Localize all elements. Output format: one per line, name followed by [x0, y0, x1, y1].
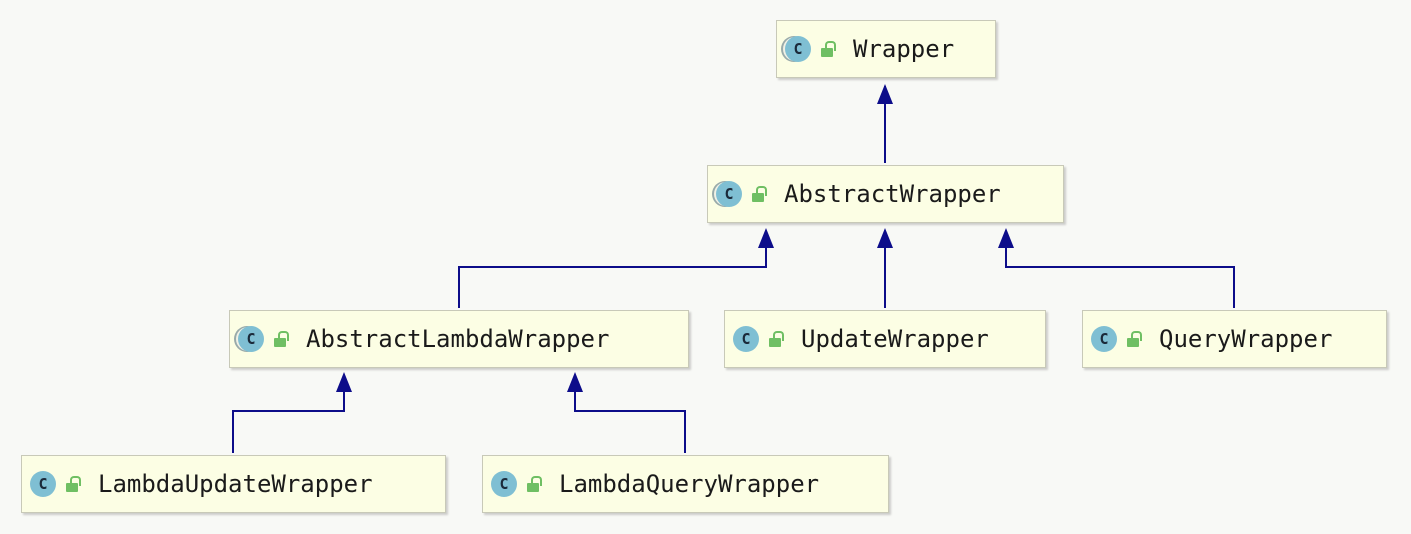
public-lock-icon [64, 475, 81, 493]
class-icon: C [733, 326, 759, 352]
abstract-class-icon: C [785, 36, 811, 62]
node-wrapper[interactable]: C Wrapper [776, 20, 996, 78]
node-label: UpdateWrapper [801, 325, 989, 353]
arrowhead-abstractwrapper-left [758, 228, 774, 248]
node-abstract-wrapper[interactable]: C AbstractWrapper [707, 165, 1064, 223]
node-label: Wrapper [853, 35, 955, 63]
public-lock-icon [819, 40, 836, 58]
arrowhead-abstractwrapper-right [998, 228, 1014, 248]
node-lambda-update-wrapper[interactable]: C LambdaUpdateWrapper [21, 455, 446, 513]
public-lock-icon [1125, 330, 1142, 348]
public-lock-icon [525, 475, 542, 493]
node-label: AbstractLambdaWrapper [306, 325, 610, 353]
node-label: QueryWrapper [1159, 325, 1333, 353]
abstract-class-icon: C [238, 326, 264, 352]
public-lock-icon [272, 330, 289, 348]
node-update-wrapper[interactable]: C UpdateWrapper [724, 310, 1046, 368]
abstract-class-icon: C [716, 181, 742, 207]
node-query-wrapper[interactable]: C QueryWrapper [1082, 310, 1387, 368]
public-lock-icon [767, 330, 784, 348]
arrowhead-abstractwrapper-center [877, 228, 893, 248]
node-abstract-lambda-wrapper[interactable]: C AbstractLambdaWrapper [229, 310, 689, 368]
arrowhead-abstractlambdawrapper-right [567, 372, 583, 392]
public-lock-icon [750, 185, 767, 203]
class-icon: C [1091, 326, 1117, 352]
class-icon: C [30, 471, 56, 497]
arrowhead-wrapper [877, 84, 893, 104]
node-label: LambdaQueryWrapper [559, 470, 820, 498]
arrowhead-abstractlambdawrapper-left [336, 372, 352, 392]
node-label: LambdaUpdateWrapper [98, 470, 373, 498]
edge-abstractlambdawrapper-to-abstractwrapper [458, 245, 767, 308]
edge-lambdaquerywrapper-to-abstractlambdawrapper [574, 390, 686, 453]
node-lambda-query-wrapper[interactable]: C LambdaQueryWrapper [482, 455, 889, 513]
edge-lambdaupdatewrapper-to-abstractlambdawrapper [232, 390, 345, 453]
class-icon: C [491, 471, 517, 497]
edge-querywrapper-to-abstractwrapper [1005, 245, 1235, 308]
node-label: AbstractWrapper [784, 180, 1001, 208]
